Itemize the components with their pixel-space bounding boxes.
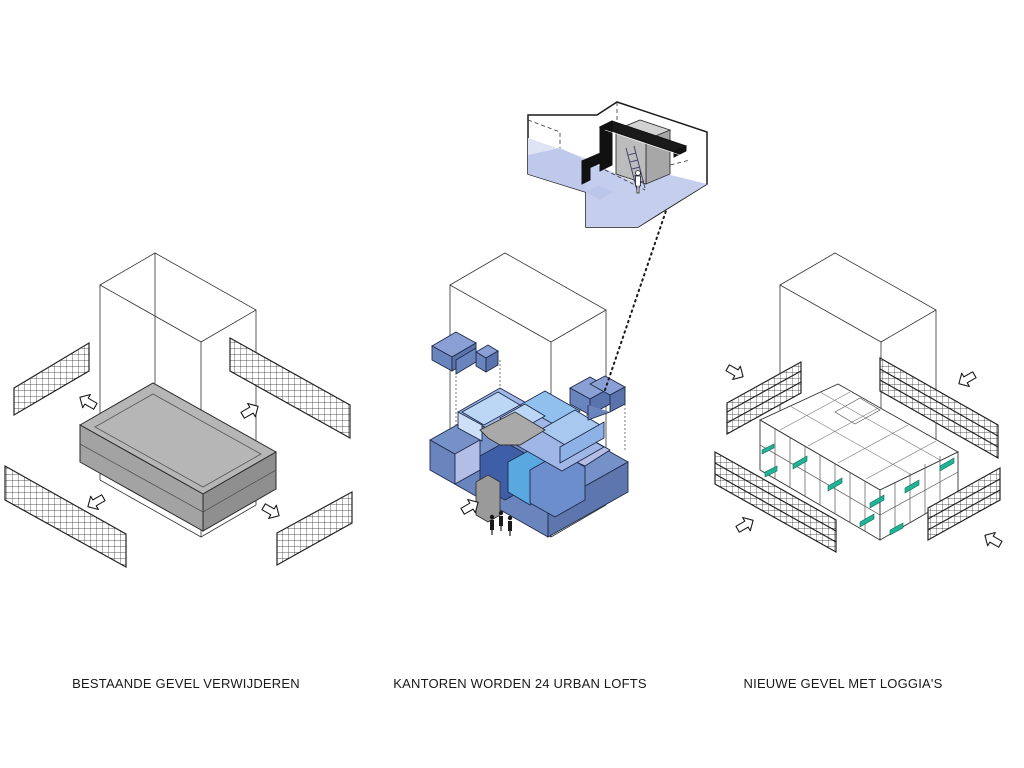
arrow-icon: [954, 367, 979, 391]
new-facade-panel-left-top: [726, 360, 802, 436]
tower-wireframe: [99, 252, 257, 538]
panel-2-offices-to-lofts: [429, 204, 669, 538]
arrow-icon: [259, 499, 284, 523]
new-facade-panel-left-bottom: [714, 450, 837, 554]
new-facade-panel-right-bottom: [927, 466, 1001, 542]
existing-floor-slab: [78, 382, 278, 532]
person-icon: [489, 510, 513, 536]
loggia-floors: [761, 443, 955, 536]
arrow-icon: [75, 390, 100, 414]
removed-facade-panel-left-bottom: [4, 464, 127, 569]
loft-mass-with-loggias: [759, 383, 959, 541]
caption-remove-existing-facade: BESTAANDE GEVEL VERWIJDEREN: [72, 676, 300, 691]
person-icon: [635, 170, 641, 194]
loft-blocks: [429, 387, 629, 538]
floating-loft-volume-right: [569, 375, 626, 421]
caption-new-facade-loggias: NIEUWE GEVEL MET LOGGIA'S: [743, 676, 943, 691]
panel-1-existing-facade-removal: [4, 252, 353, 569]
removed-facade-panel-right-bottom: [276, 490, 353, 567]
arrow-icon: [83, 490, 108, 514]
panel-3-new-facade-loggias: [714, 252, 1005, 554]
removed-facade-panel-left-top: [13, 341, 90, 417]
detail-leader-line: [604, 204, 669, 391]
floating-loft-volume-left: [431, 331, 499, 375]
loft-interior-detail: [527, 101, 708, 228]
ladder-icon: [625, 145, 646, 191]
removed-facade-panel-right-top: [229, 336, 351, 440]
arrow-icon: [733, 513, 758, 537]
staircase-icon: [581, 120, 688, 185]
new-facade-panel-right-top: [879, 356, 999, 460]
arrow-icon: [238, 399, 263, 423]
arrow-icon: [980, 528, 1005, 552]
caption-offices-become-lofts: KANTOREN WORDEN 24 URBAN LOFTS: [393, 676, 647, 691]
arrow-icon: [723, 360, 748, 384]
